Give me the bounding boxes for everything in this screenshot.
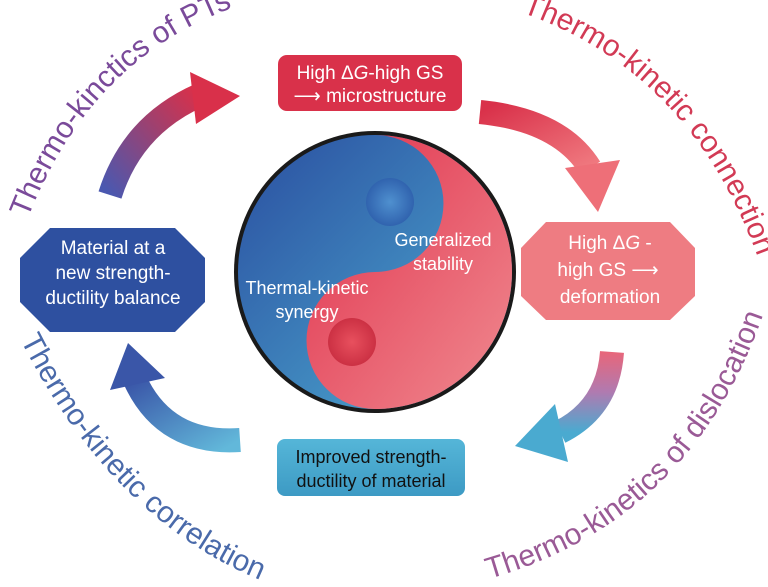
- arrow-bottom-right: [515, 350, 624, 462]
- yin-yang-symbol: Generalized stability Thermal-kinetic sy…: [234, 131, 516, 413]
- blue-half-label-line1: Thermal-kinetic: [245, 278, 368, 298]
- blue-half-label-line2: synergy: [275, 302, 338, 322]
- yin-yang-red-dot: [328, 318, 376, 366]
- node-box: [278, 55, 462, 111]
- node-left-line1: Material at a: [61, 238, 166, 259]
- node-box: [20, 228, 205, 332]
- node-box: [277, 439, 465, 496]
- node-high-dg-deformation: High ΔG - high GS ⟶ deformation: [521, 222, 695, 320]
- node-bottom-line2: ductility of material: [296, 471, 445, 491]
- arrow-bottom-left: [110, 343, 241, 453]
- node-high-dg-microstructure: High ΔG-high GS ⟶ microstructure: [278, 55, 462, 111]
- red-half-label-line2: stability: [413, 254, 473, 274]
- node-box: [521, 222, 695, 320]
- red-half-label-line1: Generalized: [394, 230, 491, 250]
- node-new-strength-ductility-balance: Material at a new strength- ductility ba…: [20, 228, 205, 332]
- node-left-line3: ductility balance: [45, 288, 180, 309]
- node-right-line1: High ΔG -: [568, 233, 651, 254]
- node-bottom-line1: Improved strength-: [295, 447, 446, 467]
- arrow-top-left: [98, 72, 240, 199]
- node-right-line3: deformation: [560, 287, 660, 308]
- node-left-line2: new strength-: [55, 263, 170, 284]
- node-top-line1: High ΔG-high GS: [297, 63, 444, 84]
- node-improved-strength-ductility: Improved strength- ductility of material: [277, 439, 465, 496]
- node-top-line2: ⟶ microstructure: [294, 86, 447, 107]
- node-right-line2: high GS ⟶: [557, 260, 658, 281]
- yin-yang-blue-dot: [366, 178, 414, 226]
- arrow-top-right: [478, 100, 620, 212]
